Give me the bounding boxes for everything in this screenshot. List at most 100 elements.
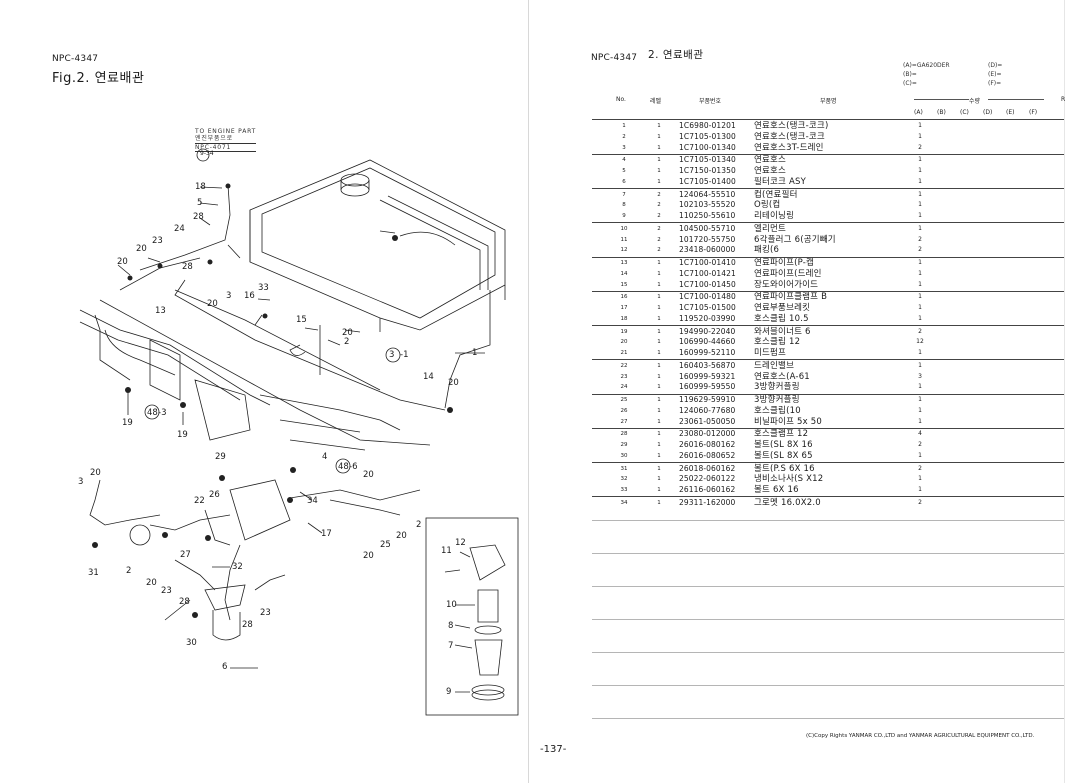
header-d: (D) — [983, 109, 993, 116]
header-qty: 수량 — [969, 98, 981, 105]
row-no: 3 — [622, 144, 626, 151]
row-no: 24 — [620, 384, 628, 391]
row-part-number: 29311-162000 — [679, 497, 736, 507]
row-no: 17 — [620, 305, 628, 311]
row-level: 1 — [657, 305, 661, 311]
row-quantity: 1 — [918, 475, 922, 483]
row-part-number: 119520-03990 — [679, 313, 736, 323]
header-no: No. — [616, 96, 626, 103]
callout: 2 — [416, 520, 422, 530]
callout: 31 — [88, 568, 99, 578]
callout: 20 — [207, 299, 218, 309]
row-level: 1 — [657, 260, 661, 266]
row-level: 1 — [657, 362, 661, 369]
row-part-number: 1C7105-01500 — [679, 303, 736, 312]
row-no: 33 — [620, 487, 628, 493]
row-part-number: 160999-52110 — [679, 348, 736, 357]
row-no: 13 — [620, 260, 628, 266]
callout: 19 — [122, 418, 133, 428]
row-quantity: 1 — [918, 190, 922, 198]
section-title: 2. 연료배관 — [648, 49, 704, 61]
to-engine-note: TO ENGINE PART 엔진부품으로 NPC-4071 — [195, 128, 257, 152]
row-level: 1 — [657, 133, 661, 140]
row-part-number: 106990-44660 — [679, 337, 736, 347]
row-quantity: 2 — [918, 327, 922, 335]
row-part-number: 160999-59550 — [679, 382, 736, 392]
row-quantity: 1 — [918, 396, 922, 403]
row-part-name: 패킹(6 — [754, 245, 780, 256]
figure-title: Fig.2. 연료배관 — [52, 71, 145, 86]
fuel-piping-diagram — [79, 148, 519, 716]
callout: 3 — [389, 350, 395, 360]
right-doc-code: NPC-4347 — [591, 53, 638, 63]
empty-rule — [592, 718, 1064, 719]
header-e: (E) — [1006, 109, 1015, 116]
row-no: 31 — [620, 465, 628, 472]
callout: 16 — [244, 291, 255, 301]
row-level: 1 — [657, 487, 661, 493]
row-level: 1 — [657, 407, 661, 414]
row-level: 1 — [657, 144, 661, 151]
row-no: 22 — [620, 362, 628, 369]
row-part-number: 26018-060162 — [679, 463, 736, 473]
row-no: 29 — [620, 442, 628, 448]
row-quantity: 4 — [918, 430, 922, 438]
row-part-number: 102103-55520 — [679, 200, 736, 210]
callout: 23 — [152, 236, 163, 246]
row-part-name: 비닐파이프 5x 50 — [754, 416, 822, 427]
row-level: 1 — [657, 123, 661, 129]
row-level: 1 — [657, 157, 661, 164]
row-quantity: 2 — [918, 498, 922, 506]
page-edge — [1064, 0, 1065, 783]
left-doc-code: NPC-4347 — [52, 54, 99, 64]
row-no: 27 — [620, 418, 628, 425]
callout: 27 — [180, 550, 191, 560]
callout: 4 — [322, 452, 328, 462]
row-level: 1 — [657, 178, 661, 185]
row-no: 25 — [620, 397, 628, 403]
row-no: 12 — [620, 247, 628, 254]
callout: 20 — [396, 531, 407, 541]
row-level: 1 — [657, 281, 661, 288]
row-part-name: 리테이닝링 — [754, 211, 795, 221]
row-part-name: 연료호스(탱크-코크 — [754, 131, 825, 142]
callout: 3 — [226, 291, 232, 301]
row-part-name: 호스클램프 12 — [754, 429, 809, 440]
row-level: 1 — [657, 397, 661, 403]
group-rule — [592, 153, 1064, 155]
row-part-name: 연료호스(A-61 — [754, 371, 810, 382]
row-quantity: 12 — [916, 338, 924, 346]
row-part-name: 연료부품브레킷 — [754, 303, 811, 313]
page-spine — [528, 0, 529, 783]
row-part-name: 냉비소나사(S X12 — [754, 474, 824, 485]
callout: 11 — [441, 546, 452, 556]
row-part-number: 23061-050050 — [679, 416, 736, 426]
callout: 33 — [258, 283, 269, 293]
callout: 32 — [232, 562, 243, 572]
row-no: 1 — [622, 123, 626, 129]
row-part-number: 194990-22040 — [679, 326, 736, 336]
header-part-no: 부품번호 — [699, 98, 722, 105]
page-number: -137- — [540, 744, 567, 755]
row-part-number: 160999-59321 — [679, 371, 736, 381]
to-engine-ref: 9-34 — [200, 150, 214, 157]
row-quantity: 2 — [918, 464, 922, 472]
callout: 20 — [363, 551, 374, 561]
group-rule — [592, 393, 1064, 395]
callout: 26 — [209, 490, 220, 500]
group-rule — [592, 462, 1064, 463]
